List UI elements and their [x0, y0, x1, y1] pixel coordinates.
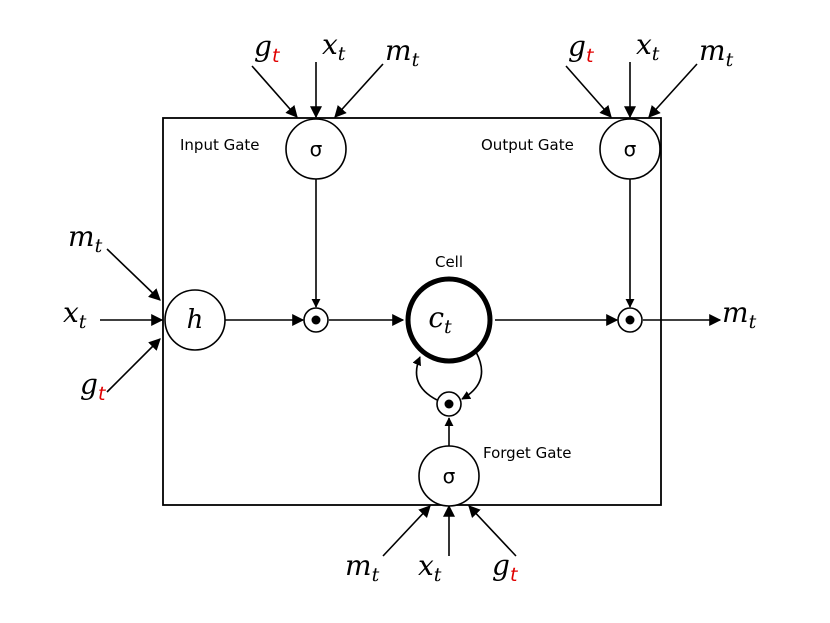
internal-connections [225, 179, 722, 446]
forget-multiply-node [436, 391, 462, 417]
cell-label: Cell [435, 253, 463, 271]
forget-gate-label: Forget Gate [483, 444, 572, 462]
output-gate-g-label: gt [568, 30, 595, 67]
cell-node-symbol: ct [428, 301, 452, 338]
forget-gate-m-label: mt [345, 549, 380, 586]
output-multiply-node [617, 307, 643, 333]
input-multiply-node [303, 307, 329, 333]
h-node-label: h [187, 305, 204, 335]
h-g-label: gt [80, 368, 107, 405]
forget-gate-g-label: gt [492, 549, 519, 586]
h-inputs: mt xt gt [63, 220, 164, 405]
input-gate-x-label: xt [322, 28, 346, 65]
h-m-label: mt [68, 220, 103, 257]
h-node: h [164, 289, 226, 351]
output-gate-inputs: gt xt mt [565, 28, 734, 119]
input-gate-sigma: σ [310, 137, 323, 161]
lstm-block-frame [162, 117, 662, 506]
output-gate: σ Output Gate [481, 118, 661, 180]
output-gate-label: Output Gate [481, 136, 574, 154]
input-gate-inputs: gt xt mt [251, 28, 420, 119]
output-gate-m-label: mt [699, 34, 734, 71]
h-x-label: xt [63, 296, 87, 333]
cell-node: ct Cell [405, 253, 493, 364]
forget-gate-sigma: σ [443, 464, 456, 488]
forget-gate-x-label: xt [418, 549, 442, 586]
input-gate-m-label: mt [385, 34, 420, 71]
input-gate: σ Input Gate [180, 118, 347, 180]
output-m-label: mt [722, 296, 757, 333]
forget-gate: σ Forget Gate [418, 444, 572, 507]
output-gate-sigma: σ [624, 137, 637, 161]
output-gate-x-label: xt [636, 28, 660, 65]
forget-gate-inputs: mt xt gt [345, 504, 519, 586]
input-gate-label: Input Gate [180, 136, 260, 154]
input-gate-g-label: gt [254, 30, 281, 67]
